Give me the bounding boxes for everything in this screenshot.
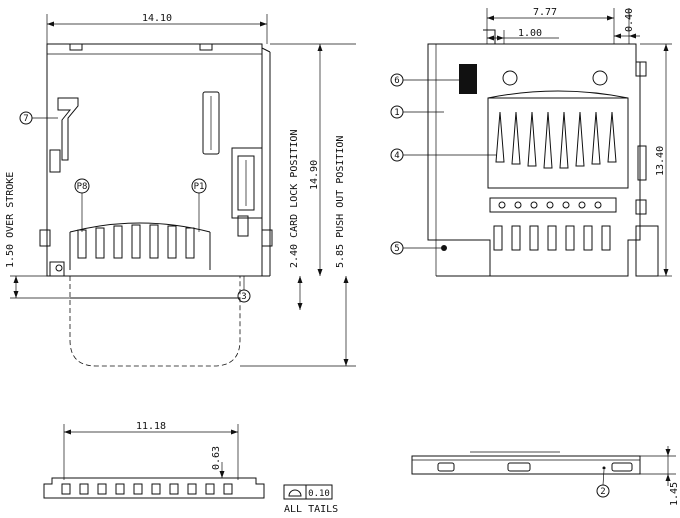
dim-0-63: 0.63 [211,446,222,470]
dim-1-45: 1.45 [669,482,680,506]
callout-4: 4 [394,151,399,161]
front-view: 14.10 P8 P1 [5,13,356,367]
side-tails [61,483,233,495]
side-view-right: 2 1.45 [411,446,680,506]
callout-5: 5 [394,244,399,254]
callout-7: 7 [23,114,28,124]
coplanarity-icon [288,489,302,497]
all-tails-label: ALL TAILS [284,504,338,515]
dim-card-lock: 2.40 CARD LOCK POSITION [289,130,300,268]
dim-7-77: 7.77 [533,7,557,18]
pin-p1-label: P1 [194,182,205,192]
dim-over-stroke: 1.50 OVER STROKE [5,172,16,268]
dim-13-40: 13.40 [655,146,666,176]
dim-height: 14.90 [309,160,320,190]
coplanarity-frame [283,484,333,500]
dim-1-00: 1.00 [518,28,542,39]
dim-0-40: 0.40 [624,8,635,32]
callout-3: 3 [241,292,246,302]
rear-bottom-fingers [493,225,611,251]
callout-6: 6 [394,76,399,86]
side-view-left: 11.18 0.63 0.10 ALL TAILS [43,421,338,515]
rear-contact-springs [495,111,617,169]
dim-11-18: 11.18 [136,421,166,432]
pin-p8-label: P8 [77,182,88,192]
dim-width: 14.10 [142,13,172,24]
contact-fingers [77,224,195,259]
callout-2: 2 [600,487,605,497]
rear-view: 7.77 1.00 0.40 [390,7,672,277]
strip-pins [498,201,602,209]
coplanarity-value: 0.10 [308,489,330,499]
dim-push-out: 5.85 PUSH OUT POSITION [335,136,346,268]
callout-1: 1 [394,108,399,118]
